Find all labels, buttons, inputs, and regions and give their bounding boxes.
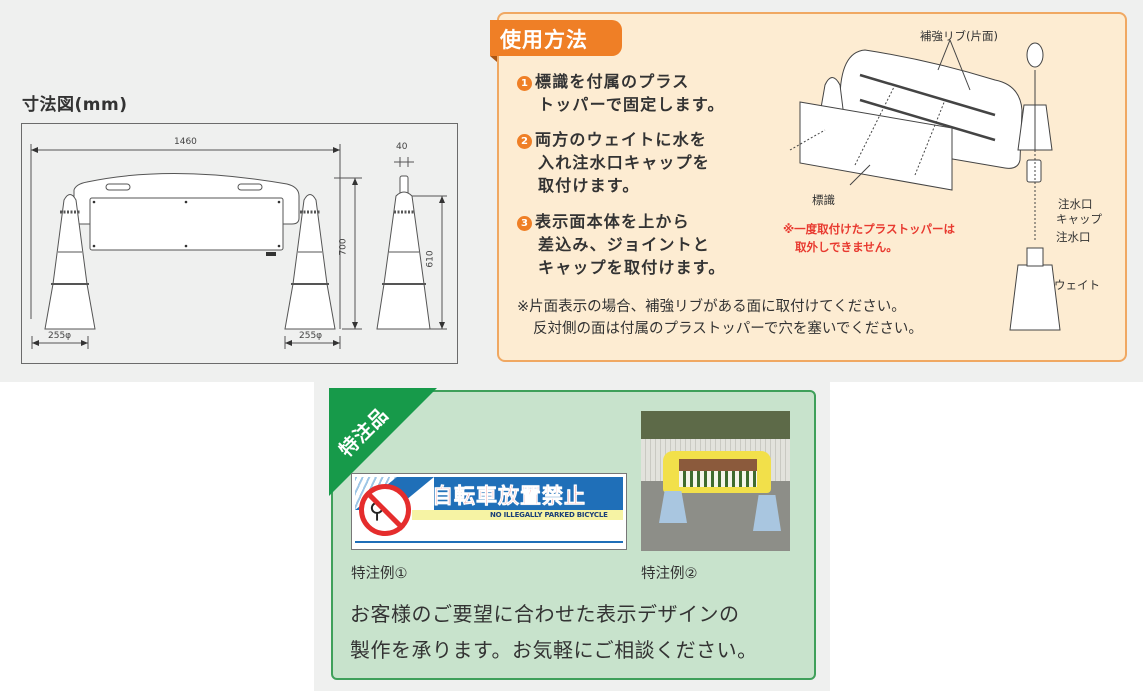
step-number-badge: 3: [517, 216, 532, 231]
dimension-diagram: 1460 40 700 610 255φ 255φ: [21, 123, 458, 364]
step-number-badge: 1: [517, 76, 532, 91]
sample-1-caption: 特注例①: [351, 566, 408, 582]
usage-note: ※片面表示の場合、補強リブがある面に取付けてください。 反対側の面は付属のプラス…: [517, 299, 923, 337]
no-bicycle-icon: ⚲: [359, 484, 411, 536]
callout-spout: 注水口: [1056, 230, 1091, 244]
usage-warning: ※一度取付けたプラストッパーは 取外しできません。: [783, 222, 955, 254]
base-left-dimension-label: 255φ: [48, 331, 72, 341]
side-height-dimension-label: 610: [425, 250, 436, 268]
callout-spout-cap-2: キャップ: [1056, 212, 1102, 226]
sample-1-title: 自転車放置禁止: [432, 484, 586, 509]
usage-title-fold: [490, 56, 497, 62]
step-number-badge: 2: [517, 134, 532, 149]
callout-spout-cap-1: 注水口: [1058, 197, 1093, 211]
callout-sign: 標識: [812, 193, 835, 207]
dimension-drawing: [30, 144, 447, 349]
assembly-illustration: [789, 40, 1061, 331]
width-dimension-label: 1460: [174, 137, 197, 147]
callout-weight: ウェイト: [1054, 278, 1100, 292]
special-sample-2-photo: [641, 411, 790, 551]
sample-1-subtitle: NO ILLEGALLY PARKED BICYCLE: [490, 511, 608, 519]
sample-2-caption: 特注例②: [641, 566, 698, 582]
usage-title: 使用方法: [490, 20, 622, 56]
special-order-description: お客様のご要望に合わせた表示デザインの 製作を承ります。お気軽にご相談ください。: [350, 602, 758, 662]
special-sample-1-image: 自転車放置禁止 NO ILLEGALLY PARKED BICYCLE ⚲: [351, 473, 627, 550]
dimension-title: 寸法図(mm): [22, 95, 128, 115]
height-dimension-label: 700: [338, 238, 349, 256]
base-right-dimension-label: 255φ: [299, 331, 323, 341]
callout-reinforcing-rib: 補強リブ(片面): [920, 29, 998, 43]
thickness-dimension-label: 40: [396, 142, 408, 152]
